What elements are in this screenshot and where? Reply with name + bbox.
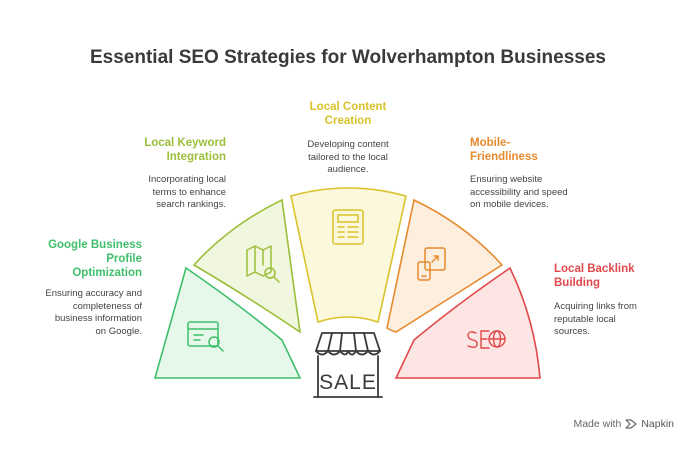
segment-mobile-friendliness — [386, 198, 504, 333]
desc-line: accessibility and speed — [470, 186, 568, 198]
label-desc-local-keyword: Incorporating local terms to enhance sea… — [100, 174, 226, 212]
desc-line: audience. — [327, 164, 369, 175]
segment-local-backlink — [394, 266, 541, 379]
title-line: Creation — [324, 115, 372, 127]
desc-line: tailored to the local — [308, 151, 388, 163]
desc-line: search rankings. — [156, 199, 226, 210]
segment-shape — [394, 266, 541, 379]
title-line: Building — [554, 277, 600, 289]
desc-line: on Google. — [95, 325, 142, 337]
storefront-icon — [313, 332, 383, 398]
desc-line: completeness of — [72, 300, 142, 312]
label-title-mobile: Mobile- Friendliness — [470, 136, 590, 164]
title-line: Local Content — [309, 101, 387, 113]
segment-local-content — [290, 187, 407, 324]
segment-local-keyword — [192, 198, 302, 334]
label-title-backlink: Local Backlink Building — [554, 262, 674, 290]
title-line: Profile — [106, 253, 142, 265]
desc-line: Incorporating local — [148, 174, 226, 185]
napkin-logo-icon — [625, 419, 637, 429]
desc-line: business information — [54, 313, 142, 324]
desc-line: sources. — [554, 326, 590, 337]
napkin-footer[interactable]: Made with Napkin — [573, 418, 674, 430]
label-desc-local-content: Developing content tailored to the local… — [288, 139, 408, 177]
label-title-google-business: Google Business Profile Optimization — [30, 238, 142, 280]
desc-line: terms to enhance — [152, 186, 226, 198]
label-title-local-keyword: Local Keyword Integration — [110, 136, 226, 164]
segment-shape — [290, 187, 407, 324]
desc-line: on mobile devices. — [470, 199, 549, 210]
browser-search-icon — [187, 321, 224, 352]
segment-shape — [153, 266, 302, 379]
desc-line: reputable local — [554, 313, 616, 325]
map-search-icon — [246, 245, 280, 283]
document-layout-icon — [332, 209, 364, 245]
desc-line: Ensuring website — [470, 174, 543, 185]
label-desc-mobile: Ensuring website accessibility and speed… — [470, 174, 600, 212]
responsive-devices-icon — [417, 247, 446, 281]
title-line: Local Keyword — [144, 137, 226, 149]
label-desc-backlink: Acquiring links from reputable local sou… — [554, 301, 674, 339]
label-desc-google-business: Ensuring accuracy and completeness of bu… — [20, 288, 142, 338]
segment-google-business-profile — [153, 266, 302, 379]
title-line: Local Backlink — [554, 263, 635, 275]
page-title: Essential SEO Strategies for Wolverhampt… — [90, 47, 606, 68]
sale-label: SALE — [319, 371, 377, 394]
seo-globe-icon — [467, 330, 506, 349]
title-line: Google Business — [48, 239, 142, 251]
desc-line: Developing content — [307, 139, 389, 150]
title-line: Mobile- — [470, 137, 511, 149]
label-title-local-content: Local Content Creation — [288, 100, 408, 128]
title-line: Friendliness — [470, 151, 538, 163]
desc-line: Acquiring links from — [554, 301, 637, 312]
made-with-label: Made with — [573, 418, 622, 430]
title-line: Optimization — [72, 267, 142, 279]
title-line: Integration — [166, 151, 226, 163]
napkin-brand: Napkin — [641, 418, 674, 430]
desc-line: Ensuring accuracy and — [45, 288, 142, 299]
